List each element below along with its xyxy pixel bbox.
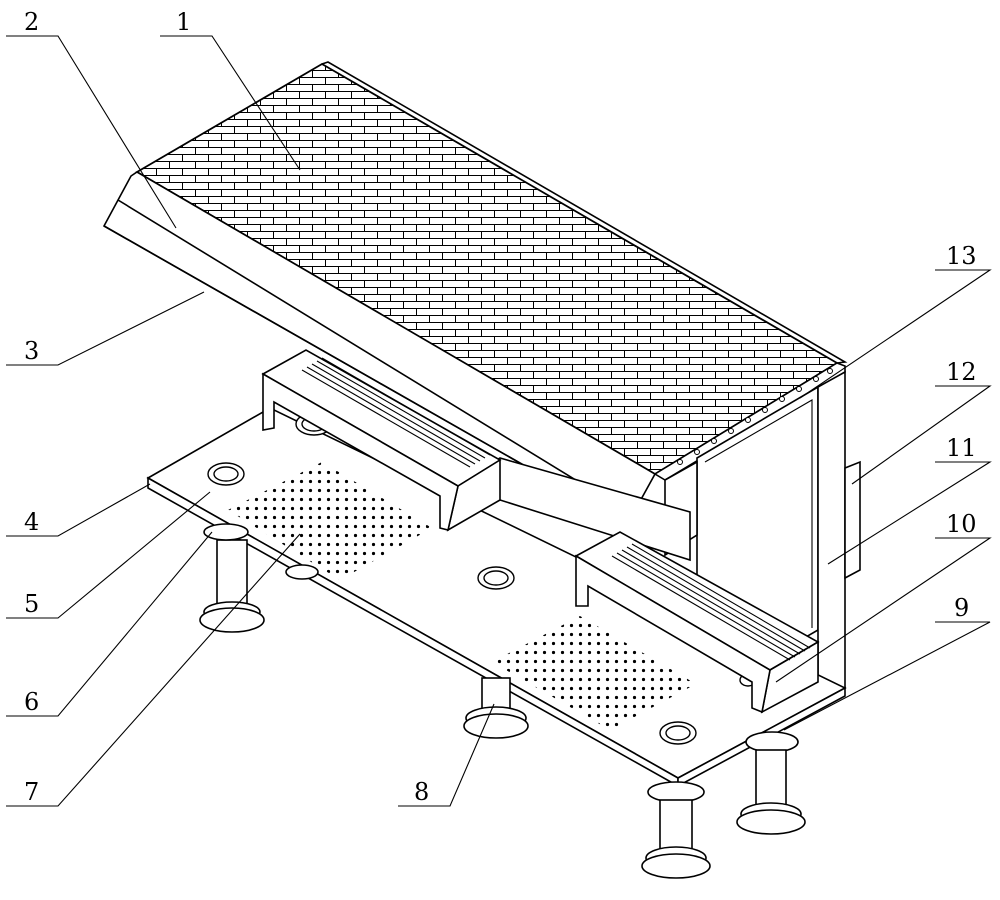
callout-10: 10 bbox=[946, 510, 977, 538]
callout-8: 8 bbox=[414, 778, 429, 806]
callout-9: 9 bbox=[954, 594, 969, 622]
callout-6: 6 bbox=[24, 688, 39, 716]
callout-4: 4 bbox=[24, 508, 39, 536]
callout-5: 5 bbox=[24, 590, 39, 618]
callout-3: 3 bbox=[24, 337, 39, 365]
callout-13: 13 bbox=[946, 242, 977, 270]
callout-12: 12 bbox=[946, 358, 977, 386]
callout-2: 2 bbox=[24, 8, 39, 36]
callout-1: 1 bbox=[176, 8, 191, 36]
callout-11: 11 bbox=[946, 434, 977, 462]
callout-7: 7 bbox=[24, 778, 39, 806]
